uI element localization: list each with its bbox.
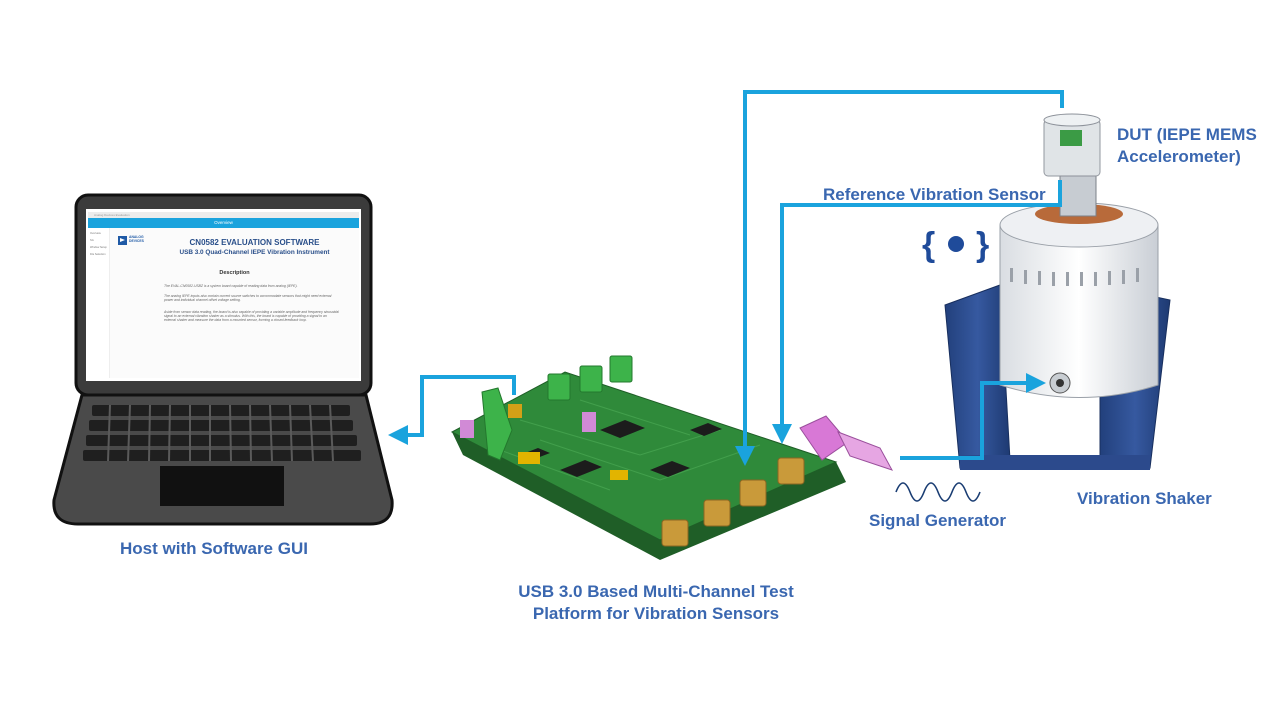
svg-text:{: { xyxy=(922,226,935,264)
sidebar-item-sg[interactable]: SG xyxy=(90,239,94,242)
description-paragraph-1: The EVAL-CN0582-USBZ is a system board c… xyxy=(164,284,298,288)
adi-triangle-icon xyxy=(118,236,127,245)
description-paragraph-2: The analog IEPE inputs also contain curr… xyxy=(164,294,332,302)
dut-label-line-1: DUT (IEPE MEMS xyxy=(1117,125,1257,144)
test-platform-board xyxy=(450,355,894,560)
platform-label-line-1: USB 3.0 Based Multi-Channel Test xyxy=(518,582,794,601)
software-gui-screen: Analog Devices Evaluation Overview Overv… xyxy=(88,212,359,378)
overview-header[interactable]: Overview xyxy=(88,218,359,228)
description-heading: Description xyxy=(219,270,250,276)
sidebar-item-window-setup[interactable]: Window Setup xyxy=(90,246,107,249)
reference-signal-line xyxy=(772,180,1062,444)
sidebar-item-overview[interactable]: Overview xyxy=(90,232,101,235)
logo-line-2: DEVICES xyxy=(129,238,144,243)
description-paragraph-3: Aside from sensor data reading, the boar… xyxy=(164,310,339,322)
dut-label-line-2: Accelerometer) xyxy=(1117,147,1241,166)
sidebar-item-file-selection[interactable]: File Selection xyxy=(90,253,106,256)
host-label: Host with Software GUI xyxy=(120,539,308,558)
vibration-shaker-illustration xyxy=(944,113,1171,470)
vibration-shaker-label: Vibration Shaker xyxy=(1077,489,1212,508)
software-subtitle: USB 3.0 Quad-Channel IEPE Vibration Inst… xyxy=(179,249,330,256)
signal-generator-label: Signal Generator xyxy=(869,511,1006,530)
usb-link-to-host xyxy=(388,375,516,445)
platform-label-line-2: Platform for Vibration Sensors xyxy=(532,604,780,623)
dut-signal-line xyxy=(735,90,1064,466)
reference-sensor-label: Reference Vibration Sensor xyxy=(823,185,1046,204)
sine-wave-icon xyxy=(895,482,981,502)
gui-main-panel: ANALOG DEVICES CN0582 EVALUATION SOFTWAR… xyxy=(112,230,357,378)
svg-text:}: } xyxy=(976,226,989,264)
logo-line-1: ANALOG xyxy=(129,235,144,239)
window-title-bar: Analog Devices Evaluation xyxy=(88,212,359,218)
vibration-icon: { } xyxy=(922,226,989,264)
generator-to-shaker-line xyxy=(900,373,1046,460)
analog-devices-logo: ANALOG DEVICES xyxy=(118,235,150,246)
gui-sidebar: Overview SG Window Setup File Selection xyxy=(88,228,110,378)
software-title: CN0582 EVALUATION SOFTWARE xyxy=(189,238,320,247)
